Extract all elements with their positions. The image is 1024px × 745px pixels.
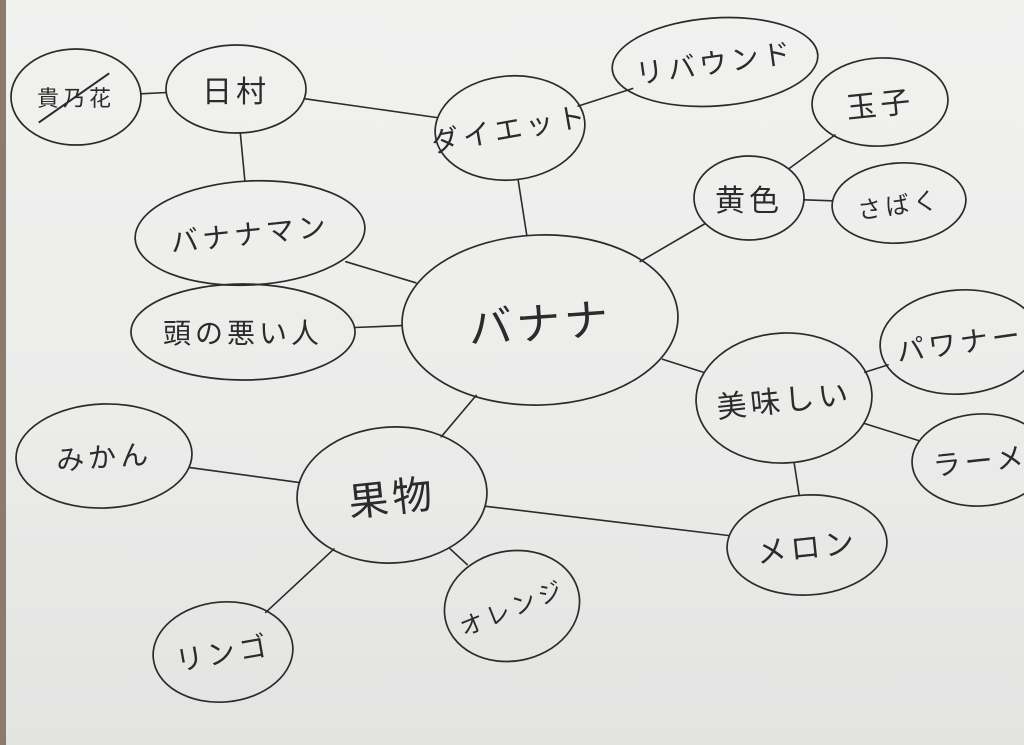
node-bubble-orange — [443, 549, 581, 663]
connector-fruit-mikan — [189, 466, 300, 484]
connector-banana-fruit — [440, 394, 478, 438]
connector-fruit-orange — [449, 547, 469, 566]
connector-yellow-desert — [803, 199, 833, 202]
connector-yellow-egg — [787, 134, 836, 170]
node-bubble-fruit — [296, 426, 488, 564]
node-bubble-desert — [831, 161, 967, 245]
node-bubble-dumb — [130, 283, 356, 381]
node-bubble-bananaman — [134, 179, 366, 287]
connector-tasty-ramen — [864, 422, 920, 442]
node-label-dumb: 頭の悪い人 — [162, 317, 324, 350]
node-label-takahana: 貴乃花 — [37, 72, 115, 124]
connector-banana-diet — [517, 178, 528, 237]
node-bubble-apple — [152, 600, 294, 704]
connector-bananaman-himura — [239, 132, 246, 182]
node-bubble-takahana — [10, 48, 142, 146]
node-bubble-himura — [165, 44, 307, 134]
connector-banana-bananaman — [344, 260, 417, 284]
node-bubble-melon — [726, 494, 888, 596]
node-bubble-partner — [879, 288, 1024, 396]
node-label-yellow: 黄色 — [715, 184, 783, 219]
node-label-fruit: 果物 — [346, 471, 439, 527]
node-bubble-yellow — [693, 155, 805, 241]
connector-himura-takahana — [140, 91, 167, 95]
connector-diet-himura — [303, 97, 438, 119]
connector-diet-rebound — [577, 87, 634, 107]
connector-banana-dumb — [353, 324, 404, 329]
connector-fruit-apple — [264, 548, 335, 614]
connector-tasty-melon — [793, 461, 801, 497]
connector-fruit-melon — [484, 505, 730, 537]
node-label-egg: 玉子 — [844, 84, 917, 127]
connector-tasty-partner — [863, 364, 889, 374]
node-bubble-ramen — [911, 413, 1024, 507]
node-bubble-tasty — [695, 332, 873, 464]
node-label-banana: バナナ — [466, 294, 614, 355]
connector-banana-tasty — [661, 358, 705, 374]
connector-banana-yellow — [639, 222, 707, 263]
node-label-himura: 日村 — [202, 75, 270, 110]
node-label-mikan: みかん — [55, 437, 154, 478]
node-bubble-rebound — [611, 16, 819, 108]
node-bubble-diet — [434, 74, 586, 182]
desk-edge — [0, 0, 6, 745]
node-bubble-mikan — [15, 403, 193, 509]
node-bubble-egg — [811, 57, 949, 147]
node-bubble-banana — [401, 234, 679, 406]
